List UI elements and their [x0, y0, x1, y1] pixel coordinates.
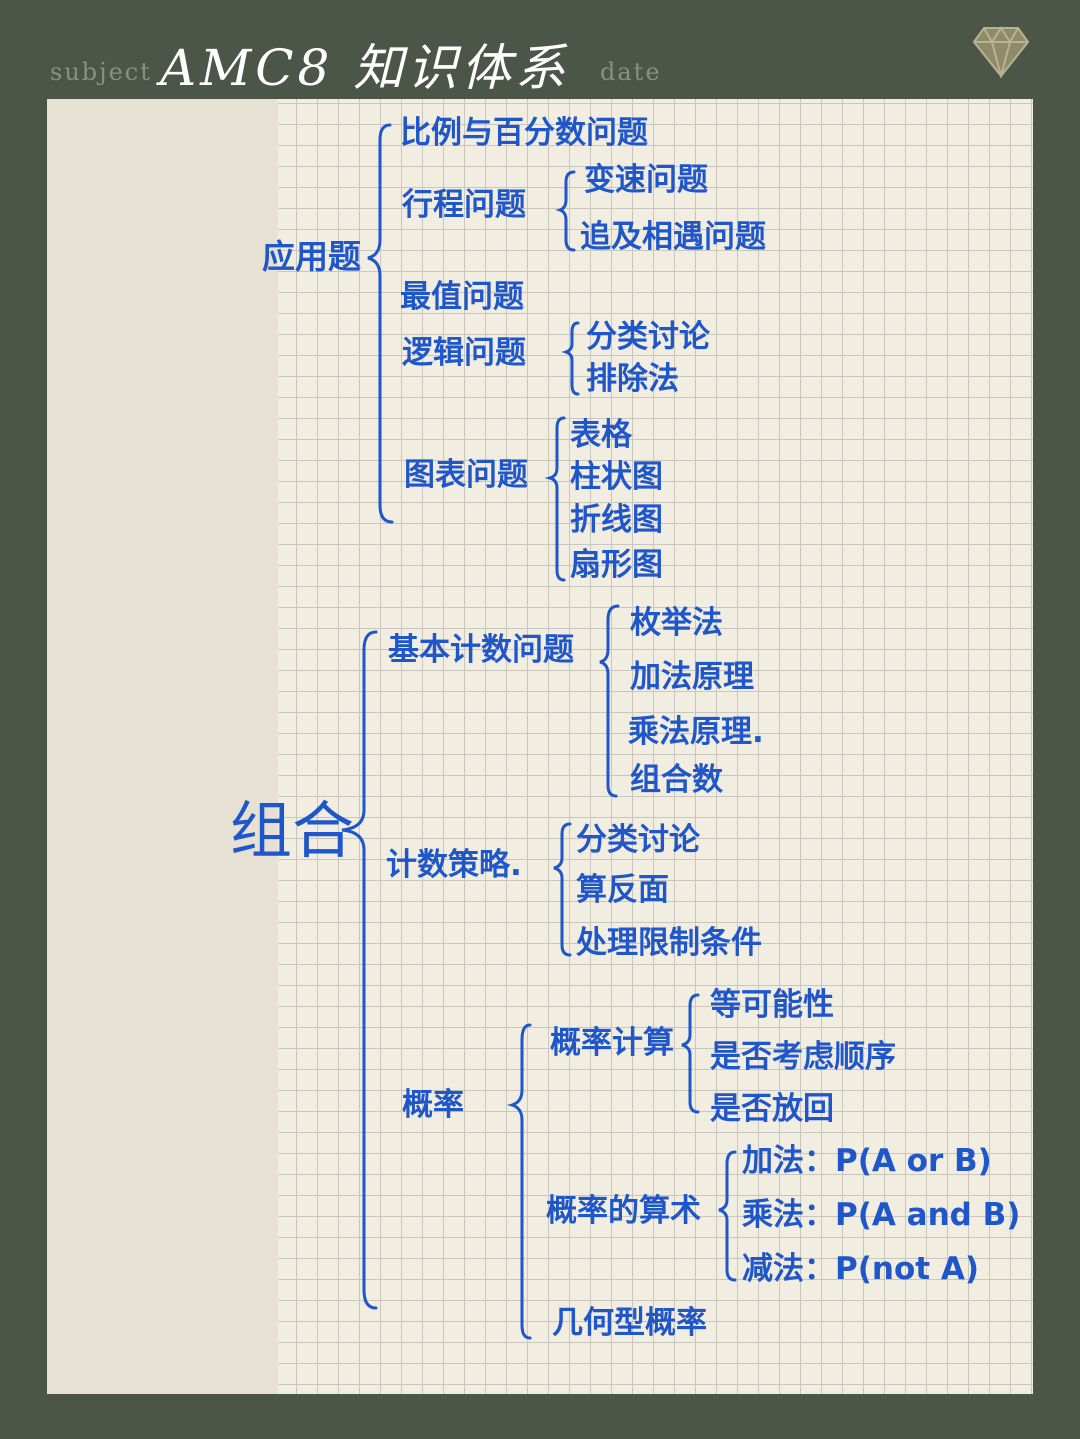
node-arith-3: 减法：P(not A)	[742, 1251, 980, 1287]
node-travel: 行程问题	[402, 187, 526, 223]
node-charts-1: 表格	[570, 417, 632, 453]
bracket-prob-calc	[681, 993, 700, 1114]
node-strategy-2: 算反面	[576, 872, 669, 908]
page-header: subject AMC8 知识体系 date	[0, 0, 1080, 100]
bracket-strategy	[553, 822, 572, 957]
node-basic-4: 组合数	[630, 762, 723, 798]
bracket-basic-counting	[599, 604, 620, 798]
node-basic-counting: 基本计数问题	[388, 632, 574, 668]
node-travel-2: 追及相遇问题	[580, 219, 766, 255]
bracket-probability	[506, 1023, 532, 1340]
node-prob-calc: 概率计算	[550, 1025, 674, 1061]
bracket-charts	[544, 416, 566, 582]
subject-label: subject	[50, 58, 152, 86]
node-calc-3: 是否放回	[710, 1091, 834, 1127]
node-strategy-3: 处理限制条件	[576, 925, 762, 961]
node-ratio: 比例与百分数问题	[400, 115, 648, 151]
node-prob-arith: 概率的算术	[546, 1193, 701, 1229]
node-charts-3: 折线图	[570, 502, 663, 538]
node-arith-1: 加法：P(A or B)	[742, 1143, 992, 1179]
date-label: date	[600, 58, 662, 86]
node-geometric: 几何型概率	[552, 1305, 707, 1341]
bracket-combinatorics	[341, 630, 378, 1310]
node-strategy-1: 分类讨论	[576, 822, 700, 858]
node-logic: 逻辑问题	[402, 335, 526, 371]
node-probability: 概率	[402, 1087, 464, 1123]
node-arith-2: 乘法：P(A and B)	[742, 1197, 1021, 1233]
node-charts: 图表问题	[404, 457, 528, 493]
bracket-logic	[561, 321, 580, 396]
node-charts-2: 柱状图	[570, 459, 663, 495]
node-calc-1: 等可能性	[710, 987, 834, 1023]
node-basic-2: 加法原理	[630, 659, 754, 695]
node-travel-1: 变速问题	[584, 162, 708, 198]
node-logic-2: 排除法	[586, 361, 679, 397]
node-basic-1: 枚举法	[630, 605, 723, 641]
node-charts-4: 扇形图	[570, 547, 663, 583]
page-title: AMC8 知识体系	[160, 39, 570, 97]
diamond-icon	[972, 26, 1030, 78]
node-logic-1: 分类讨论	[586, 319, 710, 355]
bracket-travel	[555, 170, 576, 252]
bracket-applied	[367, 123, 394, 524]
paper-margin	[47, 99, 278, 1394]
node-basic-3: 乘法原理.	[628, 714, 764, 750]
bracket-prob-arith	[718, 1150, 737, 1282]
node-applied: 应用题	[262, 237, 361, 276]
node-calc-2: 是否考虑顺序	[710, 1039, 896, 1075]
node-extreme: 最值问题	[400, 279, 524, 315]
node-combinatorics: 组合	[230, 794, 355, 867]
node-strategy: 计数策略.	[386, 847, 522, 883]
